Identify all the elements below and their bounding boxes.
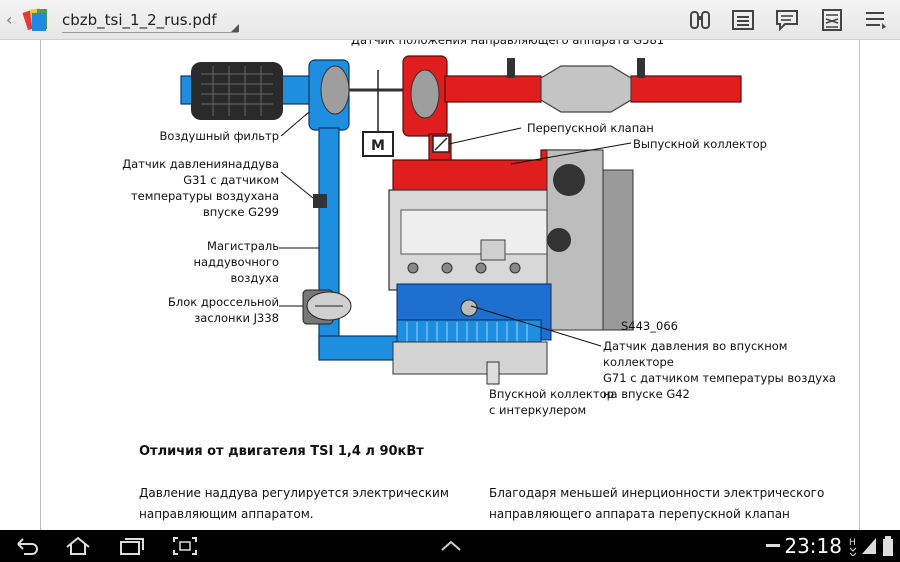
- boost-sensor-label: Датчик давлениянаддува G31 с датчиком те…: [121, 156, 279, 220]
- svg-text:H: H: [849, 538, 856, 548]
- h-signal-icon: H: [849, 538, 857, 556]
- section-heading: Отличия от двигателя TSI 1,4 л 90кВт: [139, 444, 424, 459]
- clock[interactable]: 23:18: [784, 534, 842, 558]
- air-filter: [191, 62, 283, 120]
- throttle-label: Блок дроссельной заслонки J338: [141, 294, 279, 326]
- comment-icon[interactable]: [773, 7, 801, 33]
- minus-icon[interactable]: [766, 544, 780, 548]
- throttle-body: [302, 289, 352, 325]
- intake-manifold: [392, 283, 552, 385]
- text-line: Давление наддува регулируется электричес…: [139, 486, 449, 500]
- text-line: направляющего аппарата перепускной клапа…: [489, 507, 790, 521]
- recent-apps-icon[interactable]: [118, 536, 146, 556]
- battery-icon: [883, 536, 893, 556]
- left-column-text: Давление наддува регулируется электричес…: [139, 483, 449, 525]
- app-logo-icon[interactable]: [22, 5, 52, 35]
- title-underline: [62, 32, 238, 33]
- exhaust-label: Выпускной коллектор: [633, 137, 767, 151]
- screenshot-icon[interactable]: [172, 536, 198, 556]
- text-line: направляющим аппаратом.: [139, 507, 314, 521]
- action-bar: ‹ cbzb_tsi_1_2_rus.pdf: [0, 0, 900, 40]
- bookmark-list-icon[interactable]: [729, 7, 757, 33]
- label-line: Блок дроссельной: [167, 295, 279, 309]
- catalytic-converter: [507, 58, 645, 113]
- right-column-text: Благодаря меньшей инерционности электрич…: [489, 483, 824, 525]
- menu-icon[interactable]: [862, 7, 890, 33]
- engine-block: [388, 149, 634, 331]
- text-line: Благодаря меньшей инерционности электрич…: [489, 486, 825, 500]
- label-line: воздуха: [230, 271, 279, 285]
- system-nav-bar: 23:18 H: [0, 530, 900, 562]
- label-line: наддувочного: [193, 255, 279, 269]
- figure-code: S443_066: [621, 319, 678, 333]
- up-arrow-icon[interactable]: [440, 540, 462, 552]
- document-title[interactable]: cbzb_tsi_1_2_rus.pdf: [62, 11, 217, 29]
- turbine-wheel: [410, 69, 440, 119]
- annotate-icon[interactable]: [818, 7, 846, 33]
- reading-mode-icon[interactable]: [686, 7, 714, 33]
- pdf-page[interactable]: M: [40, 40, 860, 530]
- dropdown-corner-icon[interactable]: [231, 24, 239, 32]
- engine-diagram: M: [180, 55, 742, 385]
- leader-lines: [279, 111, 632, 347]
- label-line: G71 с датчиком температуры воздуха: [603, 371, 836, 385]
- compressor-wheel: [320, 65, 406, 115]
- back-chevron-icon[interactable]: ‹: [6, 10, 13, 29]
- bypass-valve: [432, 135, 450, 153]
- home-icon[interactable]: [64, 536, 92, 556]
- top-sensor-label: Датчик положения направляющего аппарата …: [351, 40, 665, 47]
- boost-line-label: Магистраль наддувочного воздуха: [141, 238, 279, 286]
- label-line: G31 с датчиком: [183, 173, 279, 187]
- label-line: Магистраль: [207, 239, 279, 253]
- actuator: M: [362, 70, 394, 157]
- label-line: Датчик давления во впускном коллекторе: [603, 339, 788, 369]
- signal-icon: [862, 538, 876, 554]
- label-line: на впуске G42: [603, 387, 690, 401]
- label-line: заслонки J338: [194, 311, 279, 325]
- label-line: Впускной коллектор: [489, 387, 614, 401]
- intake-label: Впускной коллектор с интеркулером: [489, 386, 614, 418]
- intake-sensor-label: Датчик давления во впускном коллекторе G…: [603, 338, 859, 402]
- label-line: с интеркулером: [489, 403, 587, 417]
- boost-sensor: [313, 194, 327, 208]
- back-icon[interactable]: [14, 536, 40, 556]
- label-line: Датчик давлениянаддува: [122, 157, 279, 171]
- svg-text:M: M: [371, 138, 385, 154]
- bypass-label: Перепускной клапан: [527, 121, 654, 135]
- label-line: впуске G299: [203, 205, 279, 219]
- air-filter-label: Воздушный фильтр: [159, 129, 279, 143]
- label-line: температуры воздухана: [130, 189, 279, 203]
